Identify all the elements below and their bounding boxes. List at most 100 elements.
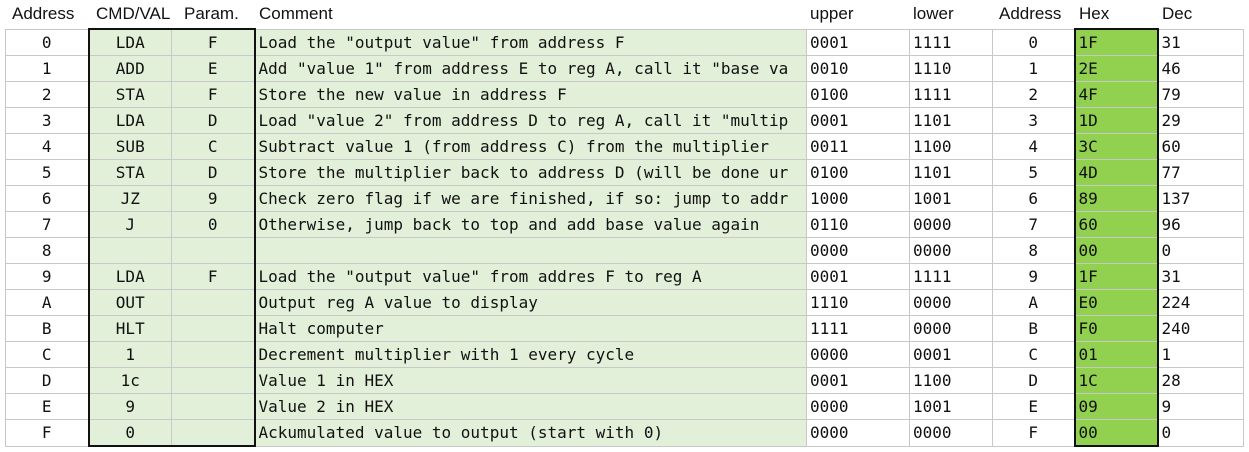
cell-hex[interactable]: 00 (1073, 237, 1159, 264)
header-lower[interactable]: lower (913, 4, 954, 23)
cell-cmd-val[interactable]: OUT (87, 289, 172, 316)
cell-upper[interactable]: 0000 (806, 393, 910, 420)
cell-address-2[interactable]: 2 (992, 81, 1075, 108)
cell-address-2[interactable]: B (992, 315, 1075, 342)
cell-dec[interactable]: 79 (1157, 81, 1244, 108)
cell-cmd-val[interactable]: 1c (87, 367, 172, 394)
cell-param[interactable]: F (171, 263, 256, 290)
cell-dec[interactable]: 46 (1157, 55, 1244, 82)
cell-comment[interactable]: Load the "output value" from addres F to… (254, 263, 807, 290)
cell-upper[interactable]: 0000 (806, 419, 910, 447)
cell-cmd-val[interactable]: J (87, 211, 172, 238)
header-address-2[interactable]: Address (999, 4, 1062, 23)
cell-comment[interactable]: Value 1 in HEX (254, 367, 807, 394)
cell-hex[interactable]: 60 (1073, 211, 1159, 238)
cell-cmd-val[interactable]: ADD (87, 55, 172, 82)
cell-address-2[interactable]: F (992, 419, 1075, 447)
cell-param[interactable]: F (171, 28, 256, 56)
cell-dec[interactable]: 0 (1157, 419, 1244, 447)
cell-dec[interactable]: 1 (1157, 341, 1244, 368)
cell-address[interactable]: D (5, 367, 89, 394)
cell-comment[interactable]: Store the multiplier back to address D (… (254, 159, 807, 186)
cell-cmd-val[interactable]: LDA (87, 263, 172, 290)
cell-param[interactable]: 9 (171, 185, 256, 212)
cell-comment[interactable] (254, 237, 807, 264)
cell-cmd-val[interactable]: JZ (87, 185, 172, 212)
cell-address-2[interactable]: 9 (992, 263, 1075, 290)
cell-lower[interactable]: 0000 (909, 211, 993, 238)
cell-upper[interactable]: 0100 (806, 81, 910, 108)
cell-address[interactable]: 9 (5, 263, 89, 290)
header-param[interactable]: Param. (184, 4, 239, 23)
cell-hex[interactable]: 01 (1073, 341, 1159, 368)
cell-dec[interactable]: 31 (1157, 263, 1244, 290)
cell-address[interactable]: 5 (5, 159, 89, 186)
cell-upper[interactable]: 1000 (806, 185, 910, 212)
header-comment[interactable]: Comment (259, 4, 333, 23)
cell-cmd-val[interactable]: LDA (87, 107, 172, 134)
cell-hex[interactable]: 4D (1073, 159, 1159, 186)
cell-upper[interactable]: 0000 (806, 341, 910, 368)
cell-param[interactable] (171, 315, 256, 342)
cell-upper[interactable]: 0100 (806, 159, 910, 186)
cell-comment[interactable]: Load "value 2" from address D to reg A, … (254, 107, 807, 134)
cell-lower[interactable]: 1101 (909, 107, 993, 134)
header-upper[interactable]: upper (810, 4, 854, 23)
cell-lower[interactable]: 1001 (909, 393, 993, 420)
cell-upper[interactable]: 1110 (806, 289, 910, 316)
cell-upper[interactable]: 0010 (806, 55, 910, 82)
cell-comment[interactable]: Halt computer (254, 315, 807, 342)
cell-lower[interactable]: 1100 (909, 133, 993, 160)
cell-lower[interactable]: 1101 (909, 159, 993, 186)
cell-dec[interactable]: 28 (1157, 367, 1244, 394)
cell-address-2[interactable]: 8 (992, 237, 1075, 264)
cell-address[interactable]: E (5, 393, 89, 420)
cell-address[interactable]: A (5, 289, 89, 316)
cell-cmd-val[interactable] (87, 237, 172, 264)
cell-address[interactable]: 2 (5, 81, 89, 108)
cell-param[interactable] (171, 289, 256, 316)
cell-dec[interactable]: 9 (1157, 393, 1244, 420)
cell-upper[interactable]: 0001 (806, 28, 910, 56)
cell-address-2[interactable]: 3 (992, 107, 1075, 134)
cell-comment[interactable]: Otherwise, jump back to top and add base… (254, 211, 807, 238)
cell-address[interactable]: 3 (5, 107, 89, 134)
cell-address[interactable]: 8 (5, 237, 89, 264)
cell-address-2[interactable]: 0 (992, 28, 1075, 56)
cell-dec[interactable]: 29 (1157, 107, 1244, 134)
cell-upper[interactable]: 0001 (806, 367, 910, 394)
cell-lower[interactable]: 1001 (909, 185, 993, 212)
cell-comment[interactable]: Load the "output value" from address F (254, 28, 807, 56)
cell-address-2[interactable]: C (992, 341, 1075, 368)
cell-lower[interactable]: 1111 (909, 263, 993, 290)
cell-lower[interactable]: 1100 (909, 367, 993, 394)
cell-comment[interactable]: Ackumulated value to output (start with … (254, 419, 807, 447)
cell-comment[interactable]: Store the new value in address F (254, 81, 807, 108)
cell-lower[interactable]: 1111 (909, 81, 993, 108)
cell-upper[interactable]: 1111 (806, 315, 910, 342)
cell-upper[interactable]: 0011 (806, 133, 910, 160)
cell-lower[interactable]: 0001 (909, 341, 993, 368)
cell-param[interactable]: C (171, 133, 256, 160)
cell-hex[interactable]: 09 (1073, 393, 1159, 420)
cell-param[interactable]: 0 (171, 211, 256, 238)
cell-comment[interactable]: Output reg A value to display (254, 289, 807, 316)
cell-address[interactable]: 7 (5, 211, 89, 238)
cell-address-2[interactable]: A (992, 289, 1075, 316)
cell-upper[interactable]: 0110 (806, 211, 910, 238)
cell-hex[interactable]: 1D (1073, 107, 1159, 134)
cell-param[interactable] (171, 237, 256, 264)
cell-param[interactable] (171, 393, 256, 420)
cell-address-2[interactable]: 6 (992, 185, 1075, 212)
cell-param[interactable] (171, 419, 256, 447)
cell-hex[interactable]: E0 (1073, 289, 1159, 316)
cell-upper[interactable]: 0001 (806, 263, 910, 290)
cell-address[interactable]: B (5, 315, 89, 342)
cell-dec[interactable]: 137 (1157, 185, 1244, 212)
cell-hex[interactable]: 3C (1073, 133, 1159, 160)
cell-lower[interactable]: 0000 (909, 237, 993, 264)
cell-hex[interactable]: 00 (1073, 419, 1159, 447)
cell-address-2[interactable]: 1 (992, 55, 1075, 82)
cell-dec[interactable]: 96 (1157, 211, 1244, 238)
cell-param[interactable]: D (171, 159, 256, 186)
